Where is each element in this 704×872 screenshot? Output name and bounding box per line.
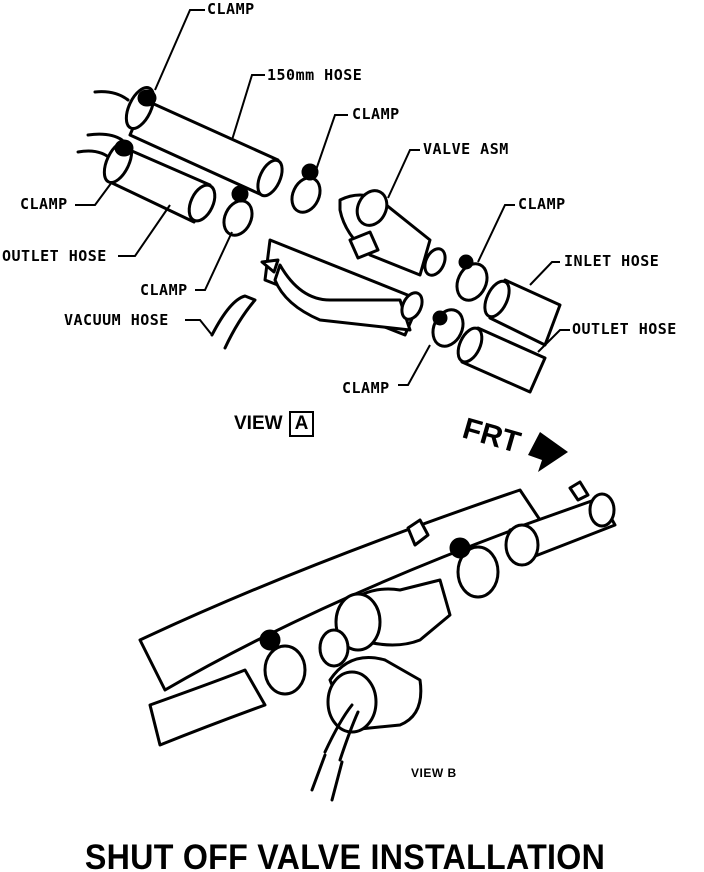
label-valve-asm: VALVE ASM [423,140,509,158]
frt-arrow-icon [528,432,568,472]
label-outlet-hose-left: OUTLET HOSE [2,247,107,265]
leader-lines [75,9,570,386]
view-b-label: VIEW B [411,766,457,780]
clamp-b-right-icon [449,537,500,599]
clamp-b-left-icon [259,629,307,696]
label-vacuum-hose: VACUUM HOSE [64,311,169,329]
label-inlet-hose: INLET HOSE [564,252,660,270]
clamp-mid-left-icon [222,185,254,237]
diagram-title: SHUT OFF VALVE INSTALLATION [84,838,606,872]
label-150mm-hose: 150mm HOSE [267,66,363,84]
label-clamp-top: CLAMP [207,0,255,18]
label-clamp-lower-left: CLAMP [140,281,188,299]
label-clamp-right: CLAMP [518,195,566,213]
label-clamp-mid: CLAMP [352,105,400,123]
label-outlet-hose-right: OUTLET HOSE [572,320,677,338]
clamp-right-upper-icon [455,254,489,302]
vacuum-hose-line [210,294,257,350]
clamp-lower-left-icon [102,139,134,184]
clamp-right-lower-icon [431,308,465,348]
view-a-letter: A [288,411,315,437]
vacuum-hose-b [323,703,360,762]
label-clamp-left: CLAMP [20,195,68,213]
view-a-word: VIEW [234,413,283,434]
valve-mount [348,230,380,260]
view-a-label: VIEW A [234,411,315,437]
lower-hose-b [148,668,267,747]
clamp-upper-left-icon [124,86,157,130]
label-clamp-bottom: CLAMP [342,379,390,397]
clamp-center-icon [290,163,322,214]
